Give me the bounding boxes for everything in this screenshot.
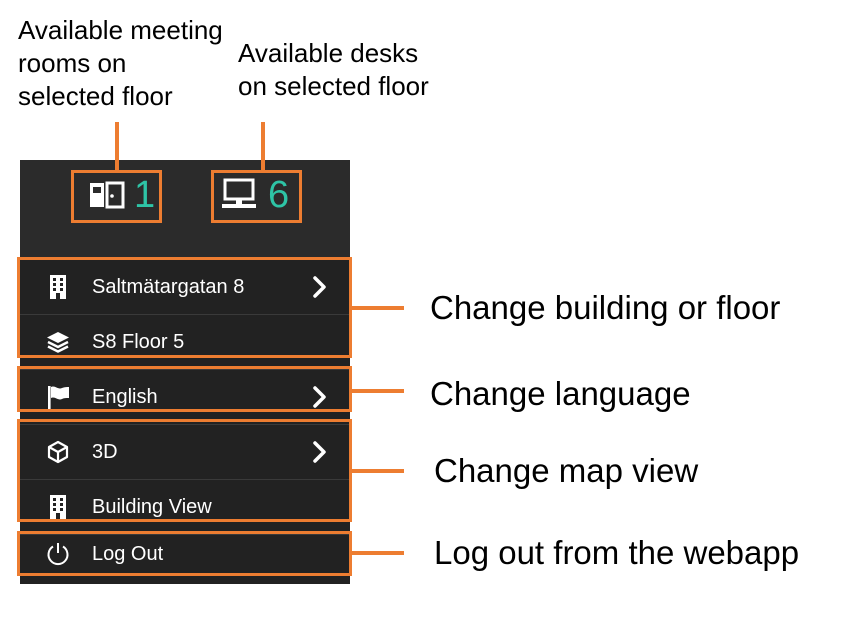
callout-building-floor: Change building or floor	[430, 289, 781, 326]
connector-desks	[261, 122, 265, 170]
highlight-log-out	[17, 531, 352, 576]
menu-divider	[20, 534, 350, 535]
callout-log-out: Log out from the webapp	[434, 534, 800, 571]
layers-icon	[44, 328, 72, 356]
menu-item-language[interactable]: English	[20, 370, 350, 424]
highlight-language	[17, 366, 352, 412]
desks-stat[interactable]: 6	[220, 173, 289, 217]
desktop-icon	[222, 178, 256, 208]
sidebar-menu: Saltmätargatan 8 S8 Floor 5	[20, 260, 350, 584]
highlight-building-floor	[17, 257, 352, 358]
menu-item-floor-label: S8 Floor 5	[92, 331, 185, 353]
callout-meeting-rooms: Available meeting rooms on selected floo…	[18, 14, 223, 113]
menu-divider	[20, 314, 350, 315]
highlight-desks	[211, 170, 302, 223]
menu-divider	[20, 479, 350, 480]
menu-item-language-label: English	[92, 386, 158, 408]
menu-item-building-view[interactable]: Building View	[20, 480, 350, 534]
availability-bar: 1 6	[20, 160, 350, 260]
chevron-right-icon	[313, 386, 326, 408]
menu-item-building-label: Saltmätargatan 8	[92, 276, 245, 298]
chevron-right-icon	[313, 441, 326, 463]
connector-building-floor	[352, 306, 404, 310]
highlight-meeting-rooms	[71, 170, 162, 223]
connector-log-out	[352, 551, 404, 555]
menu-item-building-view-label: Building View	[92, 496, 212, 518]
flag-icon	[44, 383, 72, 411]
callout-meeting-rooms-line-2: rooms on	[18, 48, 127, 78]
building-icon	[44, 493, 72, 521]
highlight-map-view	[17, 419, 352, 522]
callout-desks-line-1: Available desks	[238, 38, 419, 68]
menu-divider	[20, 424, 350, 425]
callout-meeting-rooms-line-3: selected floor	[18, 81, 173, 111]
menu-item-3d-label: 3D	[92, 441, 118, 463]
chevron-right-icon	[313, 276, 326, 298]
building-icon	[44, 273, 72, 301]
power-icon	[44, 540, 72, 568]
connector-language	[352, 389, 404, 393]
meeting-room-icon	[90, 181, 125, 209]
menu-divider	[20, 369, 350, 370]
callout-desks: Available desks on selected floor	[238, 37, 429, 103]
menu-item-building[interactable]: Saltmätargatan 8	[20, 260, 350, 314]
callout-language: Change language	[430, 375, 691, 412]
sidebar-panel: 1 6	[20, 160, 350, 584]
callout-desks-line-2: on selected floor	[238, 71, 429, 101]
menu-item-floor[interactable]: S8 Floor 5	[20, 315, 350, 369]
meeting-rooms-count: 1	[134, 174, 156, 216]
connector-map-view	[352, 469, 404, 473]
menu-item-logout[interactable]: Log Out	[20, 527, 350, 581]
callout-map-view: Change map view	[434, 452, 699, 489]
connector-meeting-rooms	[115, 122, 119, 170]
desks-count: 6	[268, 174, 290, 216]
meeting-rooms-stat[interactable]: 1	[88, 173, 155, 217]
menu-item-3d[interactable]: 3D	[20, 425, 350, 479]
cube-icon	[44, 438, 72, 466]
callout-meeting-rooms-line-1: Available meeting	[18, 15, 223, 45]
menu-item-logout-label: Log Out	[92, 543, 164, 565]
